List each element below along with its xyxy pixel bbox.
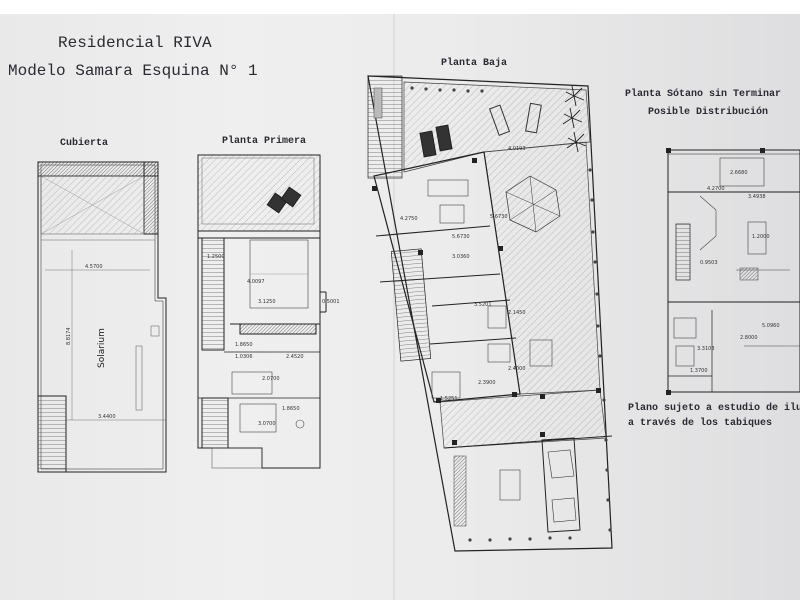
- dim-pp-4: 0.5001: [322, 299, 340, 305]
- plan-planta-primera: [197, 154, 327, 469]
- dim-pp-7: 2.4520: [286, 354, 304, 360]
- page-fold: [393, 14, 395, 600]
- dim-pp-10: 3.0700: [258, 421, 276, 427]
- title-development: Residencial RIVA: [58, 34, 212, 52]
- lighting-note-line1: Plano sujeto a estudio de iluminac: [628, 403, 800, 414]
- dim-ps-1: 2.6680: [730, 170, 748, 176]
- dim-pp-3: 1.2500: [207, 254, 225, 260]
- dim-pp-5: 1.8650: [235, 342, 253, 348]
- dim-ps-6: 5.0960: [762, 323, 780, 329]
- dim-pp-2: 3.1250: [258, 299, 276, 305]
- dim-pb-8: 2.4000: [508, 366, 526, 372]
- room-solarium: Solarium: [97, 328, 107, 368]
- dim-pb-5: 3.0360: [452, 254, 470, 260]
- dim-ps-9: 1.3700: [690, 368, 708, 374]
- dim-pp-6: 1.0306: [235, 354, 253, 360]
- dim-pb-9: 2.3900: [478, 380, 496, 386]
- dim-ps-7: 2.8000: [740, 335, 758, 341]
- plan-planta-sotano: [667, 149, 800, 393]
- label-planta-sotano: Planta Sótano sin Terminar: [625, 89, 782, 100]
- dim-pp-9: 1.8650: [282, 406, 300, 412]
- plan-sotano-columns: [666, 148, 765, 395]
- dim-pb-4: 5.6730: [452, 234, 470, 240]
- lighting-note-line2: a través de los tabiques: [628, 418, 773, 429]
- title-model: Modelo Samara Esquina N° 1: [8, 62, 258, 80]
- dim-cubierta-2: 8.8174: [66, 328, 72, 346]
- dim-pb-6: 3.5201: [474, 302, 492, 308]
- palm-tree-icons: [562, 85, 587, 153]
- dim-pb-7: 2.1450: [508, 310, 526, 316]
- dim-ps-8: 3.3103: [697, 346, 715, 352]
- plan-planta-baja: [367, 75, 613, 552]
- dim-pp-8: 2.0700: [262, 376, 280, 382]
- dim-cubierta-1: 4.5700: [85, 264, 103, 270]
- dim-ps-5: 0.9503: [700, 260, 718, 266]
- dim-pb-2: 4.2750: [400, 216, 418, 222]
- dim-cubierta-3: 3.4400: [98, 414, 116, 420]
- label-posible-distribucion: Posible Distribución: [648, 107, 769, 118]
- label-planta-baja: Planta Baja: [441, 58, 508, 69]
- shrub-icons: [410, 86, 612, 542]
- label-planta-primera: Planta Primera: [222, 136, 307, 147]
- plan-baja-columns: [372, 158, 601, 445]
- dim-pp-1: 4.0097: [247, 279, 265, 285]
- plan-cubierta: [37, 161, 167, 473]
- dim-ps-3: 3.4938: [748, 194, 766, 200]
- dim-ps-4: 1.2000: [752, 234, 770, 240]
- dim-pb-3: 5.6730: [490, 214, 508, 220]
- label-cubierta: Cubierta: [60, 138, 109, 149]
- dim-pb-1: 4.0193: [508, 146, 526, 152]
- dim-ps-2: 4.2700: [707, 186, 725, 192]
- dim-pb-10: 1.5251: [440, 396, 458, 402]
